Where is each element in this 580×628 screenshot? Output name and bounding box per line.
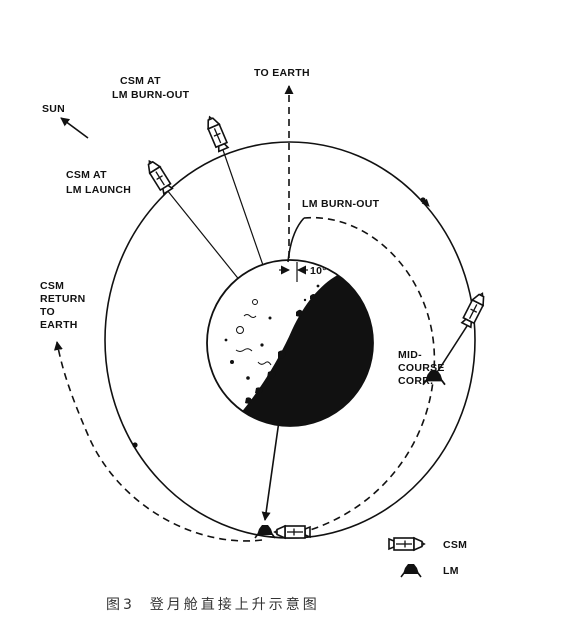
figure-caption: 图3 登月舱直接上升示意图 [106,596,320,613]
moon [206,259,374,427]
csm-at-lm-burnout-label-line1: CSM AT [120,75,161,87]
midcourse-label-line3: CORR. [398,375,433,387]
csm-icon [388,537,426,551]
crater [296,309,303,317]
csm-return-label-line4: EARTH [40,319,78,331]
legend: CSM LM [388,537,467,578]
crater [236,326,244,334]
crater [316,284,320,288]
sun-direction-arrow [60,117,89,139]
crater [235,348,253,352]
crater [252,299,258,305]
midcourse-label-line2: COURSE [398,362,445,374]
midcourse-link-line [437,325,468,372]
midcourse-label-line1: MID- [398,349,422,361]
angle-label: 10° [310,265,327,277]
csm-return-label-line3: TO [40,306,55,318]
crater [310,294,316,300]
csm-at-lm-burnout-label-line2: LM BURN-OUT [112,89,190,101]
lm-transfer-trajectory [303,216,436,531]
angle-marker: 10° [279,262,327,282]
csm-at-lm-launch-label-line1: CSM AT [66,169,107,181]
lm-icon [400,563,422,578]
crater [268,316,272,320]
crater [245,397,252,404]
crater [246,376,250,380]
lm-burnout-label: LM BURN-OUT [302,198,380,210]
csm-return-label-line2: RETURN [40,293,86,305]
legend-lm-label: LM [443,565,459,577]
orbit-direction-arrow [421,198,430,207]
moon-dark-side [242,275,374,427]
crater [260,343,264,347]
crater [257,361,272,366]
crater [267,371,276,379]
csm-at-lm-launch-label-line2: LM LAUNCH [66,184,131,196]
csm-return-trajectory [53,341,263,542]
moon-craters [224,284,320,404]
legend-csm-label: CSM [443,539,467,551]
sun-label: SUN [42,103,65,115]
crater [303,298,307,302]
crater [243,314,257,318]
csm-icon [143,157,174,196]
crater [278,350,286,359]
crater [224,338,228,342]
csm-icon [460,289,489,329]
crater [255,387,263,394]
lm-ascent-path [287,217,305,263]
csm-return-label-line1: CSM [40,280,64,292]
to-earth-label: TO EARTH [254,67,310,79]
crater [230,360,234,364]
csm-icon [203,113,230,153]
csm-icon [273,525,311,539]
orbit-dot-lower-left [132,442,138,448]
